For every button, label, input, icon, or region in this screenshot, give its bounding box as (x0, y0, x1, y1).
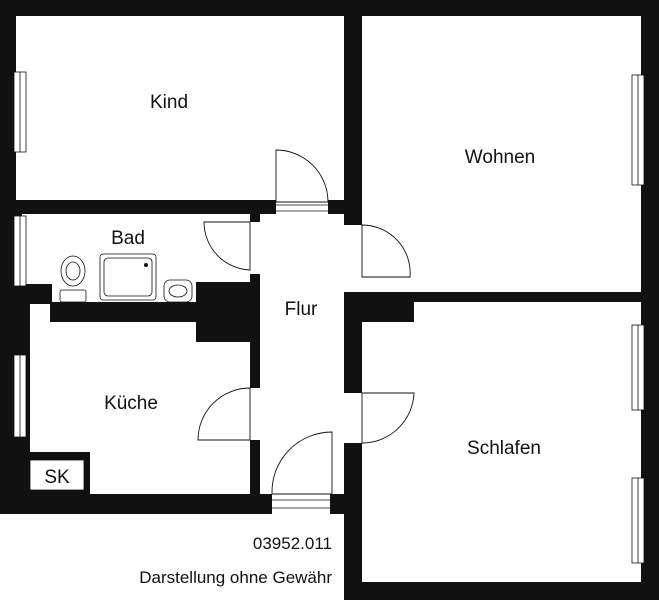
bathroom-fixtures (59, 253, 193, 303)
door-wohnen (361, 224, 411, 278)
room-label-flur: Flur (285, 299, 318, 320)
room-label-bad: Bad (111, 228, 145, 249)
shower-tray-icon (99, 253, 157, 301)
toilet-icon (59, 255, 87, 303)
reference-number: 03952.011 (253, 534, 332, 553)
door-kueche (197, 387, 251, 441)
room-label-schlafen: Schlafen (467, 438, 541, 459)
room-label-sk: SK (44, 467, 70, 488)
sink-icon (163, 279, 193, 303)
storage-closet (29, 459, 85, 491)
door-kind (275, 149, 329, 203)
door-schlafen (361, 392, 415, 444)
disclaimer-text: Darstellung ohne Gewähr (139, 568, 332, 587)
room-label-kind: Kind (150, 92, 188, 113)
windows (13, 71, 645, 564)
door-bad (203, 221, 251, 271)
door-entrance (271, 431, 333, 495)
room-label-kueche: Küche (104, 393, 158, 414)
room-label-wohnen: Wohnen (465, 147, 535, 168)
doors (197, 149, 415, 514)
